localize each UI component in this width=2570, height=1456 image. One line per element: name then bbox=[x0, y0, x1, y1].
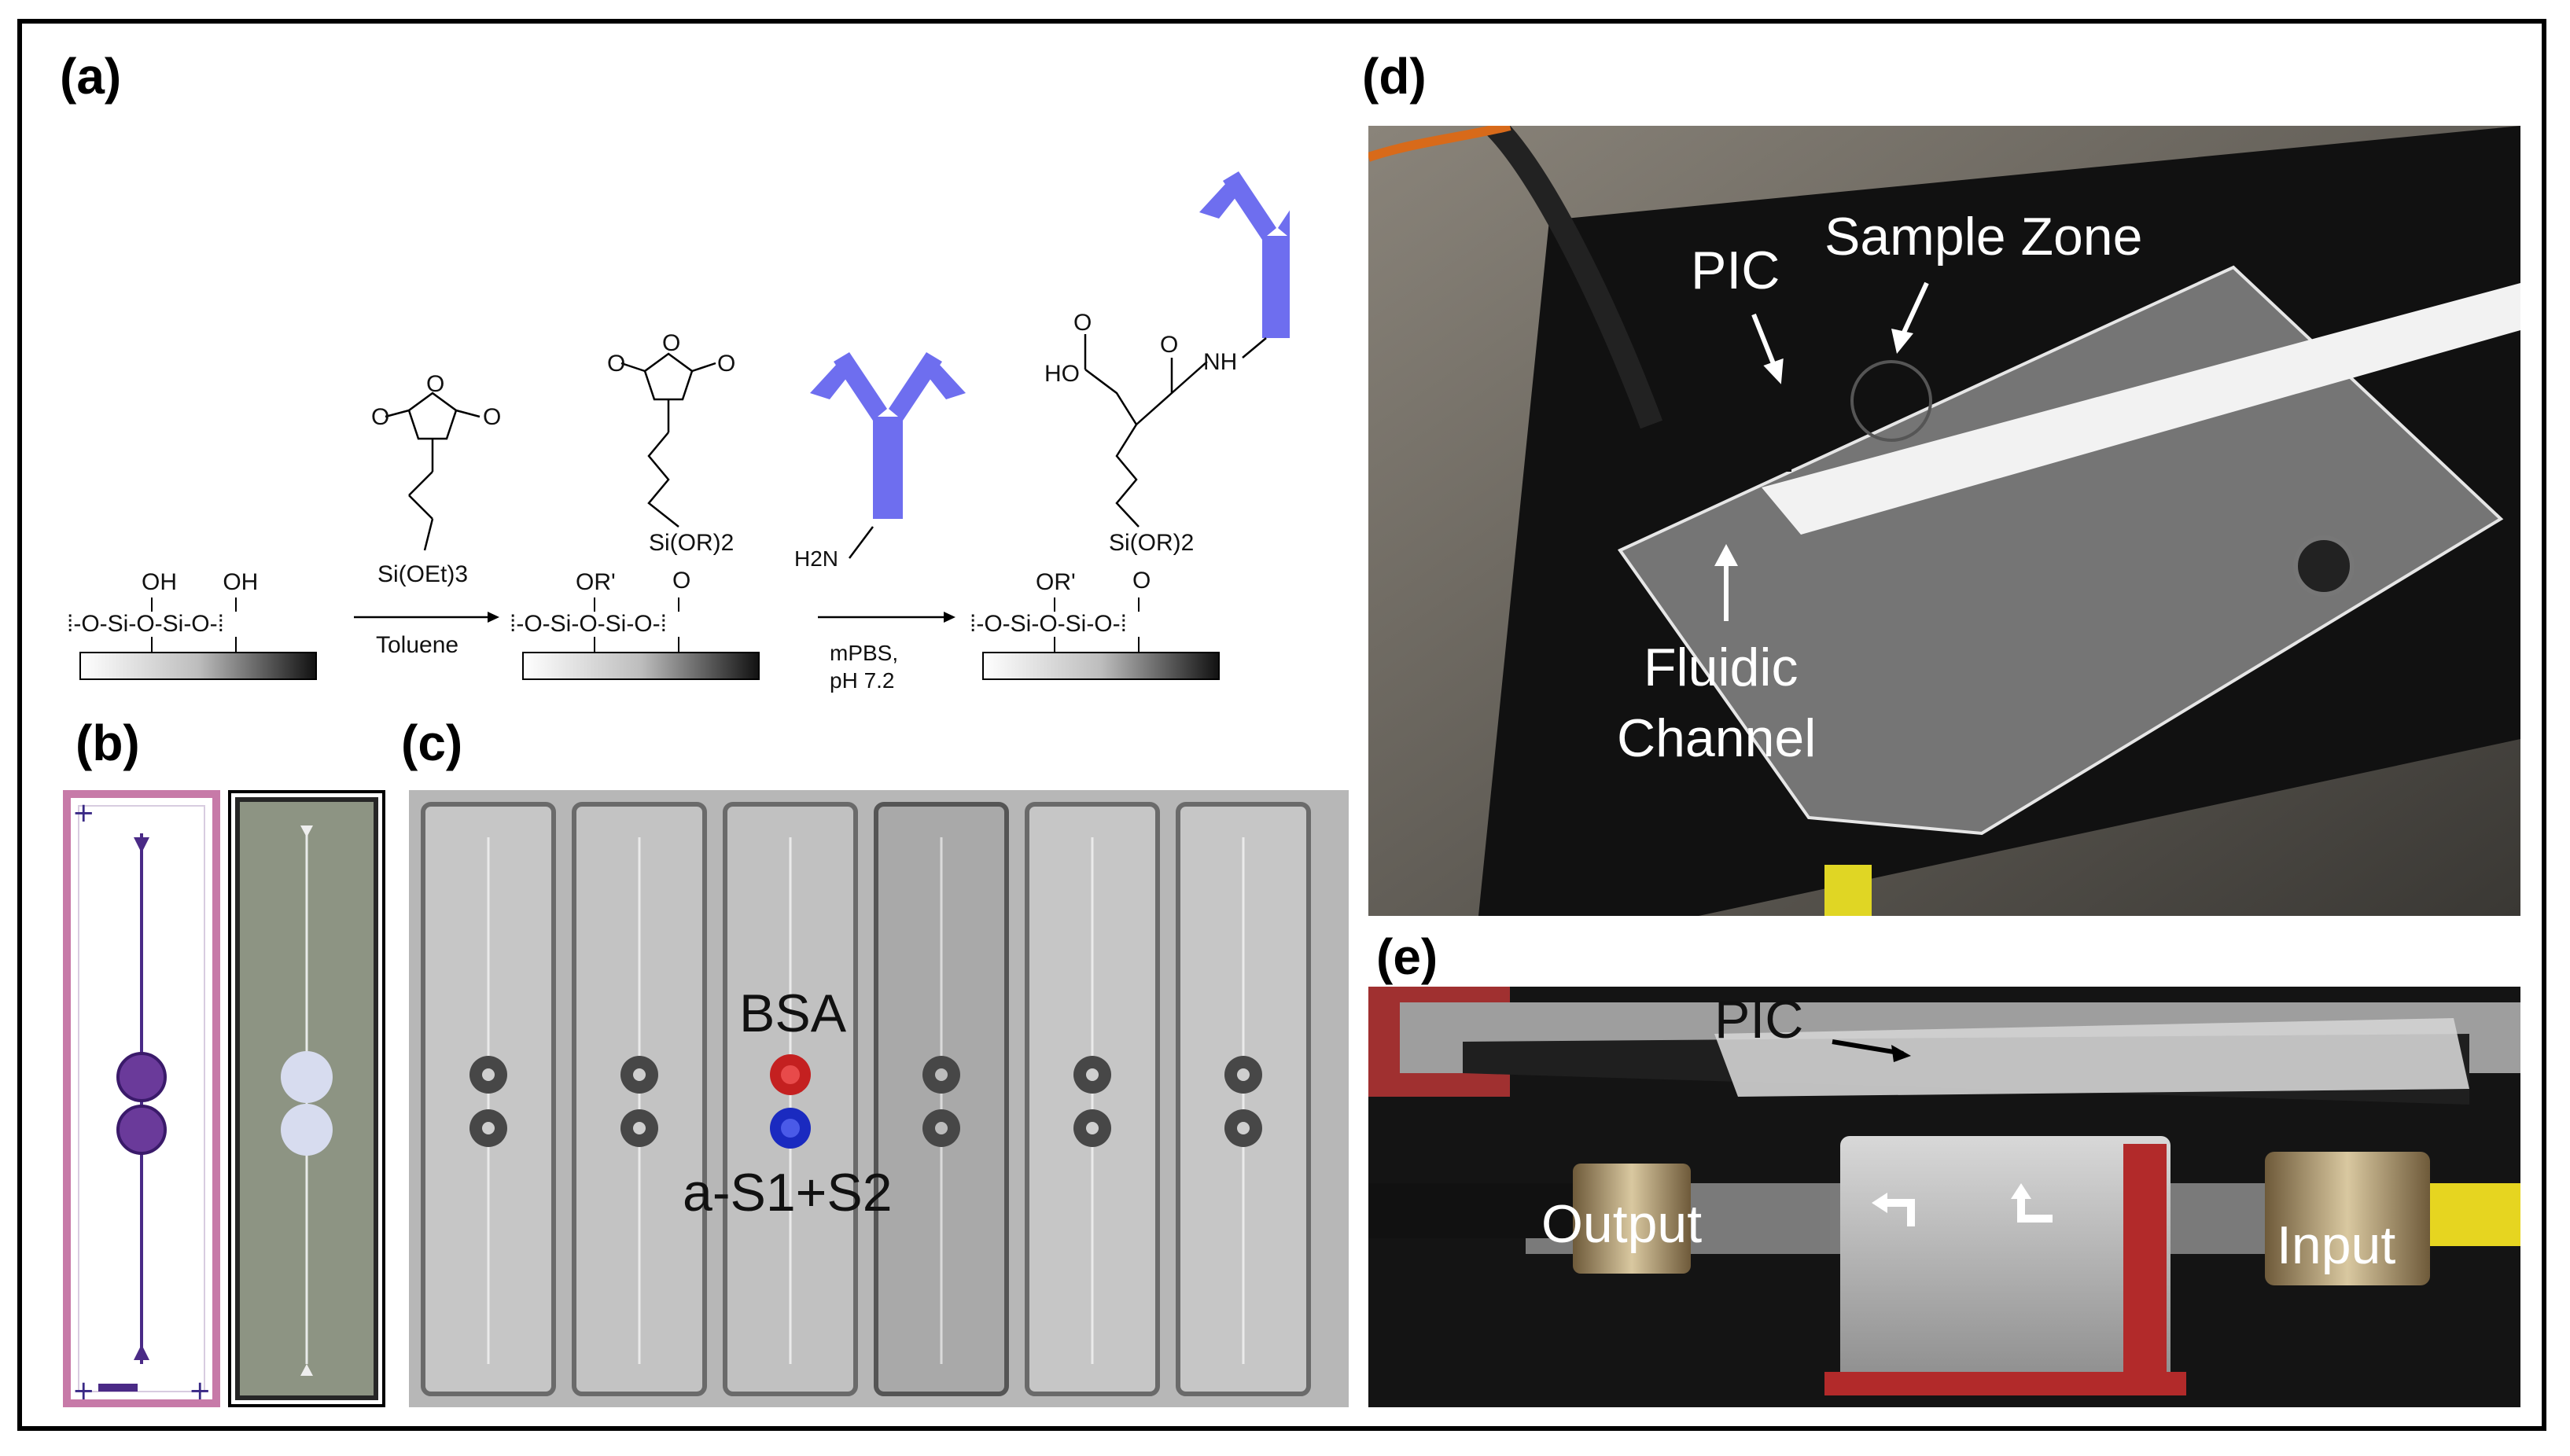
chip-3 bbox=[723, 802, 858, 1396]
output-label: Output bbox=[1541, 1194, 1703, 1254]
svg-text:+: + bbox=[72, 797, 95, 829]
chip-4 bbox=[874, 802, 1009, 1396]
buffer-line-2: pH 7.2 bbox=[830, 668, 895, 693]
acid-group-label: HO bbox=[1044, 361, 1080, 387]
silane-3-label: Si(OR)2 bbox=[1109, 530, 1194, 556]
buffer-line-1: mPBS, bbox=[830, 641, 898, 665]
pic-label-d: PIC bbox=[1691, 241, 1780, 300]
reagent-silane-label: Si(OEt)3 bbox=[377, 561, 468, 587]
svg-text:⁞-O-Si-O-Si-O-⁞: ⁞-O-Si-O-Si-O-⁞ bbox=[67, 611, 224, 637]
svg-text:+: + bbox=[72, 1375, 95, 1406]
silane-2-label: Si(OR)2 bbox=[649, 530, 734, 556]
solvent-label: Toluene bbox=[376, 632, 458, 658]
svg-text:O: O bbox=[1160, 332, 1178, 358]
svg-text:⁞-O-Si-O-Si-O-⁞: ⁞-O-Si-O-Si-O-⁞ bbox=[510, 611, 667, 637]
chip-1 bbox=[421, 802, 556, 1396]
panel-c-chip-array bbox=[409, 790, 1349, 1407]
svg-text:O: O bbox=[483, 404, 501, 430]
succinic-anhydride-silane-1 bbox=[385, 392, 480, 551]
pic-label-e: PIC bbox=[1714, 990, 1804, 1050]
panel-e-label: (e) bbox=[1376, 928, 1438, 985]
spike-label: a-S1+S2 bbox=[683, 1163, 893, 1223]
svg-text:O: O bbox=[717, 351, 735, 377]
panel-e-photo bbox=[1368, 987, 2520, 1407]
panel-d-photo bbox=[1368, 126, 2520, 916]
bsa-label: BSA bbox=[739, 984, 847, 1043]
chip-5 bbox=[1025, 802, 1160, 1396]
svg-text:O: O bbox=[672, 568, 690, 594]
panel-b-label: (b) bbox=[75, 715, 140, 771]
sample-zone-label: Sample Zone bbox=[1824, 207, 2143, 267]
amine-label: H2N bbox=[794, 546, 838, 571]
surface-2: ⁞-O-Si-O-Si-O-⁞ bbox=[510, 352, 760, 680]
svg-text:O: O bbox=[662, 330, 680, 356]
svg-text:O: O bbox=[371, 404, 389, 430]
chip-6 bbox=[1176, 802, 1311, 1396]
svg-text:O: O bbox=[607, 351, 625, 377]
chip-2 bbox=[572, 802, 707, 1396]
antibody-reagent-icon bbox=[810, 352, 966, 519]
panel-b-chip-layout: + + + bbox=[63, 790, 220, 1407]
r-group-3-label: OR' bbox=[1036, 569, 1076, 595]
panel-a-chemistry-scheme: ⁞-O-Si-O-Si-O-⁞ OH OH O O O Si(OEt)3 Tol… bbox=[67, 171, 1290, 693]
svg-text:+: + bbox=[189, 1375, 212, 1406]
surface-3: ⁞-O-Si-O-Si-O-⁞ bbox=[970, 334, 1220, 680]
panel-d-label: (d) bbox=[1362, 48, 1427, 105]
surface-1-hydroxyls: OH OH bbox=[142, 569, 258, 595]
svg-text:O: O bbox=[426, 371, 444, 397]
svg-text:O: O bbox=[1073, 310, 1092, 336]
amide-group-label: NH bbox=[1203, 349, 1237, 375]
bound-antibody-icon bbox=[1199, 171, 1290, 338]
svg-text:⁞-O-Si-O-Si-O-⁞: ⁞-O-Si-O-Si-O-⁞ bbox=[970, 611, 1127, 637]
r-group-2-label: OR' bbox=[576, 569, 616, 595]
panel-c-label: (c) bbox=[401, 715, 463, 771]
panel-d-arrows bbox=[1714, 281, 1929, 621]
fluidic-channel-label-1: Fluidic bbox=[1644, 638, 1799, 697]
panel-a-label: (a) bbox=[60, 48, 122, 105]
svg-text:O: O bbox=[1132, 568, 1151, 594]
surface-1: ⁞-O-Si-O-Si-O-⁞ bbox=[67, 597, 317, 680]
fluidic-channel-label-2: Channel bbox=[1617, 708, 1817, 768]
input-label: Input bbox=[2277, 1215, 2396, 1275]
panel-b-chip-photo bbox=[228, 790, 385, 1407]
